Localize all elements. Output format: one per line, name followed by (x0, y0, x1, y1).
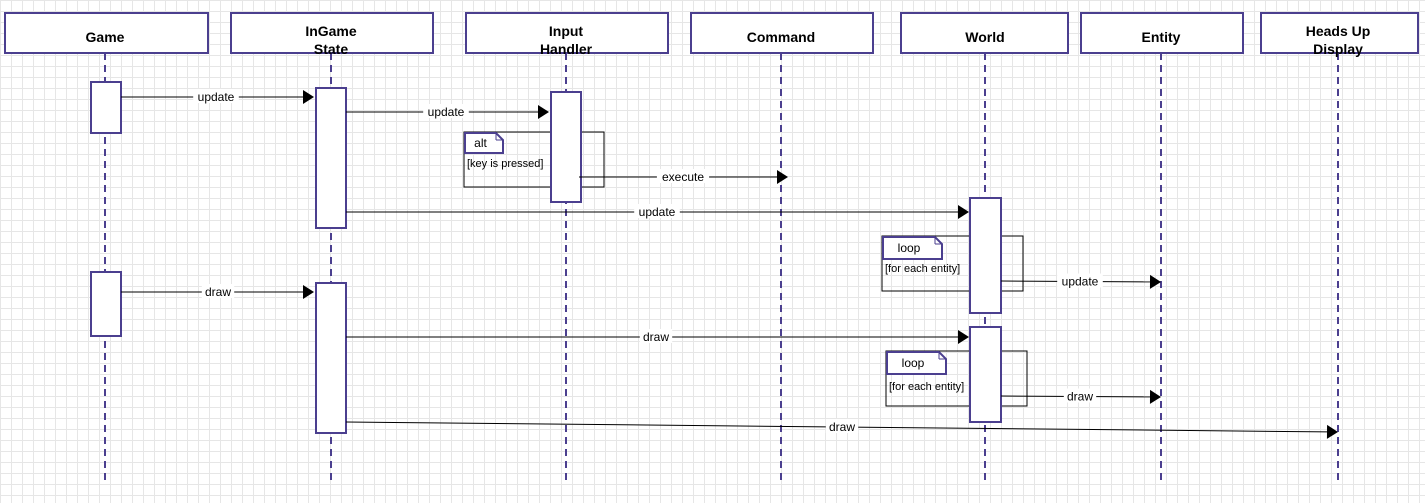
activation-bar (90, 81, 122, 134)
lifeline-header[interactable] (1260, 12, 1419, 54)
lifeline-header[interactable] (465, 12, 669, 54)
arrowhead-icon (1326, 424, 1338, 439)
fragment-frame (881, 235, 1024, 292)
message-label: draw (205, 285, 231, 299)
message-label-bg (825, 419, 859, 433)
lifeline-title: Command (747, 29, 815, 45)
message-label-bg (201, 284, 235, 298)
lifeline-header[interactable] (900, 12, 1069, 54)
fragment-operator-tab (464, 132, 504, 154)
fragment-operator: loop (902, 356, 925, 370)
lifeline-header[interactable] (690, 12, 874, 54)
lifeline-title: Input (549, 23, 584, 39)
fragment-operator: loop (898, 241, 921, 255)
arrowhead-icon (538, 105, 549, 119)
message-label: draw (1067, 389, 1093, 403)
fragment-loop: loop [for each entity] (881, 235, 1024, 292)
lifeline-title: World (965, 29, 1004, 45)
lifeline-command: Command (690, 12, 874, 482)
message-label: update (428, 105, 465, 119)
lifeline-title: State (314, 41, 348, 57)
message-label-bg (634, 204, 680, 218)
fragment-loop: loop [for each entity] (885, 350, 1028, 407)
message-label-bg (1063, 388, 1097, 403)
fragment-operator-tab (886, 351, 947, 375)
lifeline-world: World (900, 12, 1069, 482)
activation-bar (315, 87, 347, 229)
lifeline-hud: Heads Up Display (1260, 12, 1419, 482)
lifeline-title: Handler (540, 41, 593, 57)
message-arrow: update (121, 89, 314, 104)
message-arrow: draw (346, 329, 969, 344)
message-label: update (639, 205, 676, 219)
message-label-bg (656, 169, 710, 183)
arrowhead-icon (958, 205, 969, 219)
lifeline-title: Heads Up (1306, 23, 1371, 39)
message-arrow: update (346, 104, 549, 119)
arrowhead-icon (777, 170, 788, 184)
activation-bar (969, 197, 1002, 314)
fragment-guard: [for each entity] (885, 263, 960, 275)
message-arrow: update (346, 204, 969, 219)
lifeline-title: Display (1313, 41, 1363, 57)
message-label-bg (1057, 273, 1103, 288)
arrowhead-icon (303, 90, 314, 104)
arrowhead-icon (1149, 389, 1161, 404)
lifeline-header[interactable] (230, 12, 434, 54)
arrowhead-icon (958, 330, 969, 344)
message-label: draw (643, 330, 669, 344)
message-label-bg (193, 89, 239, 103)
lifeline-entity: Entity (1080, 12, 1244, 482)
message-label-bg (639, 329, 673, 343)
message-label: update (198, 90, 235, 104)
fragment-frame (885, 350, 1028, 407)
arrowhead-icon (1149, 274, 1161, 289)
fragment-operator-tab (882, 236, 943, 260)
message-arrow: draw (345, 419, 1338, 439)
message-arrow: execute (579, 169, 788, 184)
fragment-frame (463, 131, 605, 188)
fragment-guard: [for each entity] (889, 381, 964, 393)
message-arrow: draw (1000, 388, 1161, 404)
activation-bar (550, 91, 582, 203)
message-arrow: update (1000, 273, 1161, 289)
lifeline-header[interactable] (1080, 12, 1244, 54)
message-label-bg (423, 104, 469, 118)
message-arrow: draw (121, 284, 314, 299)
fragment-operator: alt (474, 136, 487, 150)
message-label: execute (662, 170, 704, 184)
lifeline-title: Entity (1142, 29, 1181, 45)
lifeline-header[interactable] (4, 12, 209, 54)
message-label: draw (829, 420, 855, 434)
lifeline-game: Game (4, 12, 209, 482)
activation-bar (315, 282, 347, 434)
activation-bar (90, 271, 122, 337)
arrowhead-icon (303, 285, 314, 299)
fragment-guard: [key is pressed] (467, 158, 543, 170)
activation-bar (969, 326, 1002, 423)
fragment-alt: alt [key is pressed] (463, 131, 605, 188)
message-label: update (1062, 274, 1099, 288)
lifeline-title: InGame (305, 23, 357, 39)
lifeline-title: Game (86, 29, 125, 45)
